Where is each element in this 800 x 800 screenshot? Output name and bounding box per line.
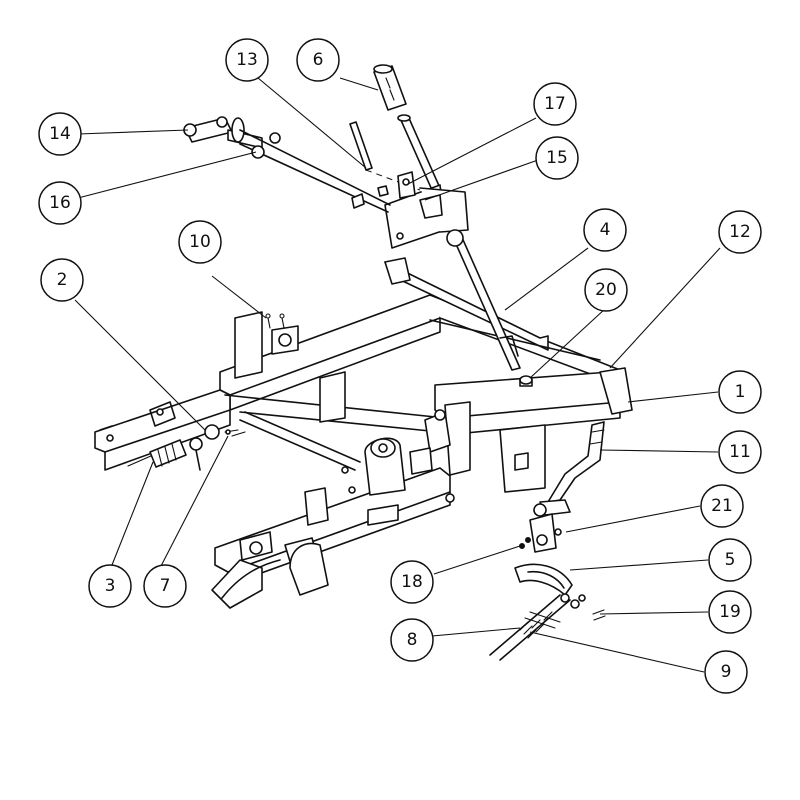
part-14-shaft [183,116,391,213]
callout-label: 15 [546,148,568,168]
callout-label: 16 [49,193,71,213]
callout-label: 5 [725,550,736,570]
upper-bracket [384,171,469,249]
pivot-assembly [341,409,455,503]
part-19-pins [592,609,606,621]
callout-label: 10 [189,232,211,252]
cross-rod [239,411,361,471]
callout-label: 12 [729,222,751,242]
callout-label: 19 [719,602,741,622]
callout-label: 21 [711,496,733,516]
callout-4: 4 [583,208,627,252]
callout-label: 8 [407,630,418,650]
callout-3: 3 [88,564,132,608]
callout-9: 9 [704,650,748,694]
callout-12: 12 [718,210,762,254]
parts-drawing [94,64,633,661]
main-frame [94,257,633,493]
callout-label: 11 [729,442,751,462]
part-13-pin [349,121,373,171]
callout-label: 6 [313,50,324,70]
part-3-adjuster [127,424,220,471]
callout-13: 13 [225,38,269,82]
callout-label: 14 [49,124,71,144]
callout-8: 8 [390,618,434,662]
callout-5: 5 [708,538,752,582]
callout-14: 14 [38,112,82,156]
callout-15: 15 [535,136,579,180]
callout-17: 17 [533,82,577,126]
callout-10: 10 [178,220,222,264]
callout-label: 18 [401,572,423,592]
callout-label: 20 [595,280,617,300]
callout-11: 11 [718,430,762,474]
part-5-sector [514,513,573,596]
callout-1: 1 [718,370,762,414]
part-8-9-springs [489,593,586,661]
callout-label: 4 [600,220,611,240]
callout-label: 3 [105,576,116,596]
part-10-bolts [265,313,285,329]
callout-21: 21 [700,484,744,528]
callout-label: 9 [721,662,732,682]
callout-label: 1 [735,382,746,402]
callout-label: 13 [236,50,258,70]
part-20-nut [519,375,533,387]
part-11-lever [533,421,605,517]
lower-axle-frame [211,467,451,609]
callout-20: 20 [584,268,628,312]
callout-18: 18 [390,560,434,604]
callout-2: 2 [40,258,84,302]
callout-6: 6 [296,38,340,82]
callout-label: 17 [544,94,566,114]
part-7-pins [224,429,246,437]
callout-16: 16 [38,181,82,225]
callout-7: 7 [143,564,187,608]
part-6-grip [373,64,407,111]
callout-label: 7 [160,576,171,596]
callout-19: 19 [708,590,752,634]
callout-label: 2 [57,270,68,290]
leader-lines [74,77,721,673]
